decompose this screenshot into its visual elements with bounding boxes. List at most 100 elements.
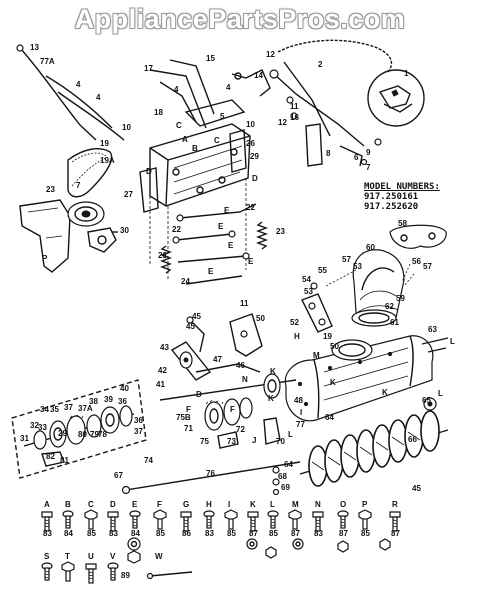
hardware-code: 85	[361, 529, 370, 538]
callout-label: L	[438, 389, 443, 398]
callout-label: K	[382, 388, 388, 397]
callout-label: 80	[78, 430, 87, 439]
callout-label: I	[300, 408, 302, 417]
callout-label: 60	[366, 243, 375, 252]
callout-label: 53	[304, 287, 313, 296]
callout-label: N	[242, 375, 248, 384]
hardware-code: 89	[121, 571, 130, 580]
callout-label: 34	[40, 405, 49, 414]
gearbox-inset	[11, 379, 147, 479]
hardware-row: A83B84C85D83E84F85G86H83I85K87L85M87N83O…	[41, 500, 401, 538]
callout-label: A	[182, 135, 188, 144]
callout-label: 69	[281, 483, 290, 492]
impeller-gearbox	[121, 313, 301, 496]
hardware-letter: D	[110, 500, 116, 509]
hardware-letter: E	[132, 500, 138, 509]
watermark: AppliancePartsPros.com	[74, 4, 406, 34]
hardware-code: 83	[109, 529, 118, 538]
callout-label: 71	[184, 424, 193, 433]
hardware-code: 86	[182, 529, 191, 538]
callout-label: 75	[200, 437, 209, 446]
callout-label: 35	[50, 405, 59, 414]
callout-label: 68	[278, 472, 287, 481]
hardware-letter: H	[206, 500, 212, 509]
callout-label: 4	[226, 83, 231, 92]
callout-label: 79	[90, 430, 99, 439]
callout-label: C	[176, 121, 182, 130]
hardware-code: 85	[227, 529, 236, 538]
callout-label: 6	[354, 153, 359, 162]
upper-right-chute-crank	[231, 39, 425, 167]
callout-label: 48	[294, 396, 303, 405]
hardware-letter: V	[110, 552, 116, 561]
callout-label: 39	[104, 395, 113, 404]
callout-label: 7	[76, 181, 81, 190]
hardware-code: 84	[131, 529, 140, 538]
callout-label: 31	[20, 434, 29, 443]
callout-label: 72	[236, 425, 245, 434]
hardware-letter: U	[88, 552, 94, 561]
callout-label: 82	[46, 452, 55, 461]
callout-label: 45	[186, 322, 195, 331]
callout-label: L	[288, 430, 293, 439]
auger-housing	[284, 335, 449, 422]
callout-label: 10	[246, 120, 255, 129]
callout-label: 11	[240, 299, 249, 308]
callout-label: 59	[396, 294, 405, 303]
upper-center-frame	[139, 59, 251, 280]
callout-label: J	[252, 436, 256, 445]
callout-label: 57	[342, 255, 351, 264]
hardware-code: 83	[43, 529, 52, 538]
callout-label: 47	[213, 355, 222, 364]
hardware-letter: F	[157, 500, 162, 509]
callout-label: 30	[120, 226, 129, 235]
callout-label: 53	[353, 262, 362, 271]
hardware-code: 84	[64, 529, 73, 538]
callout-label: 26	[246, 139, 255, 148]
callout-label: 37	[134, 427, 143, 436]
callout-label: 13	[30, 43, 39, 52]
callout-label: 65	[422, 396, 431, 405]
callout-label: 57	[423, 262, 432, 271]
callout-label: 45	[192, 312, 201, 321]
callout-label: 38	[89, 397, 98, 406]
hardware-letter: B	[65, 500, 71, 509]
callout-label: 46	[236, 361, 245, 370]
hardware-code: 83	[314, 529, 323, 538]
callout-label: F	[230, 405, 235, 414]
callout-label: 22	[172, 225, 181, 234]
callout-label: 23	[276, 227, 285, 236]
hardware-code: 83	[205, 529, 214, 538]
callout-label: 18	[154, 108, 163, 117]
callout-label: 19	[323, 332, 332, 341]
callout-label: K	[270, 367, 276, 376]
callout-label: E	[218, 222, 224, 231]
callout-label: 55	[318, 266, 327, 275]
hardware-letter: I	[228, 500, 230, 509]
callout-label: 81	[60, 456, 69, 465]
callout-label: 27	[124, 190, 133, 199]
callout-label: 32	[30, 421, 39, 430]
callout-label: 29	[250, 152, 259, 161]
callout-label: 52	[290, 318, 299, 327]
callout-label: 64	[284, 460, 293, 469]
callout-label: 67	[114, 471, 123, 480]
callout-label: 62	[385, 302, 394, 311]
callout-label: L	[450, 337, 455, 346]
page-code: 45	[412, 484, 421, 493]
callout-label: 78	[98, 430, 107, 439]
hardware-letter: C	[88, 500, 94, 509]
callout-label: 42	[158, 366, 167, 375]
middle-rods-and-springs	[160, 203, 268, 285]
callout-label: 8	[326, 149, 331, 158]
hardware-letter: L	[270, 500, 275, 509]
callout-label: 50	[330, 342, 339, 351]
callout-label: 15	[206, 54, 215, 63]
callout-label: 10	[122, 123, 131, 132]
callout-label: 37A	[78, 404, 93, 413]
hardware-code: 85	[156, 529, 165, 538]
